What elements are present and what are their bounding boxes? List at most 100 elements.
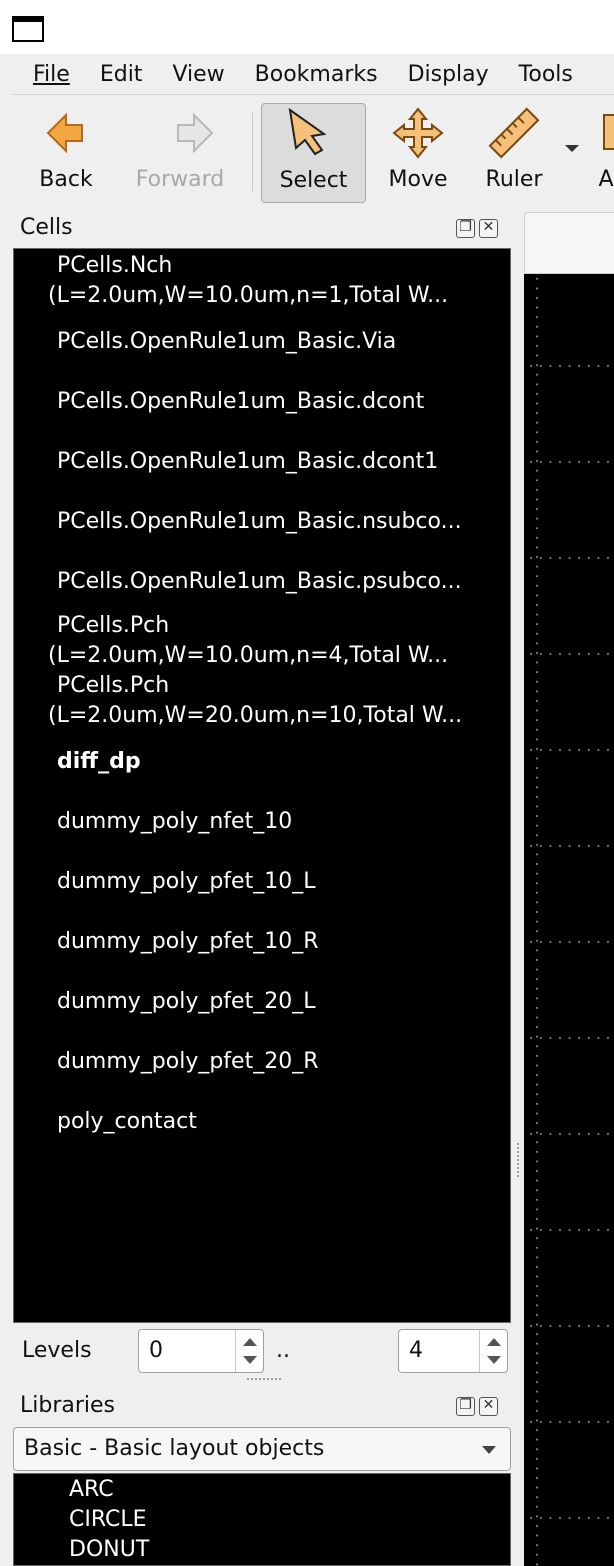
menu-edit[interactable]: Edit bbox=[100, 62, 143, 87]
move-icon bbox=[376, 103, 460, 159]
cell-item[interactable]: PCells.OpenRule1um_Basic.dcont bbox=[14, 387, 510, 417]
cell-item[interactable]: poly_contact bbox=[14, 1107, 510, 1137]
levels-to-spinbox[interactable]: 4 bbox=[398, 1329, 508, 1373]
cell-name: diff_dp bbox=[57, 749, 141, 774]
cell-item[interactable]: dummy_poly_pfet_10_L bbox=[14, 867, 510, 897]
cell-name: PCells.OpenRule1um_Basic.dcont1 bbox=[57, 449, 439, 474]
dock-resize-grip[interactable] bbox=[247, 1378, 281, 1382]
cell-name: dummy_poly_pfet_10_L bbox=[57, 869, 316, 894]
next-tool-button[interactable]: A bbox=[598, 103, 614, 203]
ruler-button[interactable]: Ruler bbox=[474, 103, 554, 203]
cell-name: dummy_poly_nfet_10 bbox=[57, 809, 293, 834]
cell-name: PCells.Pch bbox=[57, 673, 170, 698]
float-icon[interactable]: ❐ bbox=[456, 219, 475, 238]
spin-arrows-icon[interactable] bbox=[235, 1330, 263, 1372]
levels-from-value: 0 bbox=[149, 1338, 163, 1363]
library-item[interactable]: CIRCLE bbox=[69, 1507, 147, 1532]
cell-item[interactable]: PCells.Pch (L=2.0um,W=20.0um,n=10,Total … bbox=[14, 671, 510, 731]
forward-arrow-icon bbox=[128, 103, 232, 159]
libraries-panel-title: Libraries bbox=[20, 1393, 116, 1418]
move-label: Move bbox=[388, 167, 448, 192]
dock-splitter[interactable] bbox=[514, 208, 524, 1566]
library-select-value: Basic - Basic layout objects bbox=[24, 1436, 325, 1461]
cell-name: dummy_poly_pfet_20_L bbox=[57, 989, 316, 1014]
menu-edit-label: Edit bbox=[99, 61, 143, 87]
move-button[interactable]: Move bbox=[376, 103, 460, 203]
cell-item[interactable]: PCells.Nch (L=2.0um,W=10.0um,n=1,Total W… bbox=[14, 251, 510, 311]
menu-display-label: Display bbox=[407, 61, 489, 87]
ruler-icon bbox=[474, 103, 554, 159]
cell-item[interactable]: dummy_poly_pfet_20_R bbox=[14, 1047, 510, 1077]
back-label: Back bbox=[39, 167, 93, 192]
forward-button[interactable]: Forward bbox=[128, 103, 232, 203]
cell-item[interactable]: dummy_poly_pfet_20_L bbox=[14, 987, 510, 1017]
next-tool-label: A bbox=[598, 167, 614, 192]
ruler-label: Ruler bbox=[485, 167, 543, 192]
toolbar-separator bbox=[252, 113, 253, 191]
menu-view[interactable]: View bbox=[172, 62, 224, 87]
cell-name: PCells.OpenRule1um_Basic.dcont bbox=[57, 389, 425, 414]
layout-canvas[interactable] bbox=[524, 274, 614, 1566]
levels-to-value: 4 bbox=[409, 1338, 423, 1363]
select-arrow-icon bbox=[262, 104, 365, 160]
cell-params: (L=2.0um,W=20.0um,n=10,Total W... bbox=[48, 703, 463, 728]
libraries-panel-controls: ❐ ✕ bbox=[456, 1397, 498, 1416]
menu-display[interactable]: Display bbox=[408, 62, 489, 87]
forward-label: Forward bbox=[135, 167, 225, 192]
cell-name: PCells.OpenRule1um_Basic.psubco... bbox=[57, 569, 462, 594]
levels-label: Levels bbox=[22, 1338, 92, 1363]
menu-view-label: View bbox=[172, 61, 225, 87]
menu-tools[interactable]: Tools bbox=[519, 62, 573, 87]
cell-name: dummy_poly_pfet_20_R bbox=[57, 1049, 319, 1074]
library-item[interactable]: ARC bbox=[69, 1477, 114, 1502]
spin-arrows-icon[interactable] bbox=[479, 1330, 507, 1372]
menu-bookmarks-label: Bookmarks bbox=[254, 61, 378, 87]
float-icon[interactable]: ❐ bbox=[456, 1397, 475, 1416]
view-tab-bar[interactable] bbox=[524, 212, 614, 274]
menu-bar: File Edit View Bookmarks Display Tools bbox=[12, 54, 614, 94]
cell-item[interactable]: PCells.Pch (L=2.0um,W=10.0um,n=4,Total W… bbox=[14, 611, 510, 671]
ruler-dropdown-icon[interactable] bbox=[565, 145, 579, 152]
library-select[interactable]: Basic - Basic layout objects bbox=[13, 1427, 511, 1471]
toolbar: Back Forward Select Move bbox=[12, 94, 614, 208]
menu-bookmarks[interactable]: Bookmarks bbox=[255, 62, 378, 87]
select-button[interactable]: Select bbox=[261, 103, 366, 203]
menu-file[interactable]: File bbox=[33, 62, 70, 87]
back-arrow-icon bbox=[26, 103, 106, 159]
window-icon[interactable] bbox=[12, 16, 44, 42]
levels-from-spinbox[interactable]: 0 bbox=[138, 1329, 264, 1373]
menu-file-label: File bbox=[33, 61, 70, 87]
cell-params: (L=2.0um,W=10.0um,n=1,Total W... bbox=[48, 283, 449, 308]
cell-name: poly_contact bbox=[57, 1109, 197, 1134]
menu-tools-label: Tools bbox=[518, 61, 573, 87]
box-icon bbox=[598, 103, 614, 159]
cell-name: PCells.OpenRule1um_Basic.nsubco... bbox=[57, 509, 462, 534]
cell-item[interactable]: PCells.OpenRule1um_Basic.Via bbox=[14, 327, 510, 357]
close-icon[interactable]: ✕ bbox=[479, 219, 498, 238]
cell-item[interactable]: PCells.OpenRule1um_Basic.dcont1 bbox=[14, 447, 510, 477]
back-button[interactable]: Back bbox=[26, 103, 106, 203]
cell-name: PCells.Pch bbox=[57, 613, 170, 638]
cell-item[interactable]: PCells.OpenRule1um_Basic.psubco... bbox=[14, 567, 510, 597]
library-cells-list[interactable]: ARC CIRCLE DONUT bbox=[13, 1473, 511, 1566]
cell-name: PCells.Nch bbox=[57, 253, 173, 278]
cell-item-top[interactable]: diff_dp bbox=[14, 747, 510, 777]
close-icon[interactable]: ✕ bbox=[479, 1397, 498, 1416]
library-item[interactable]: DONUT bbox=[69, 1537, 150, 1562]
cell-item[interactable]: PCells.OpenRule1um_Basic.nsubco... bbox=[14, 507, 510, 537]
cells-panel-controls: ❐ ✕ bbox=[456, 219, 498, 238]
cell-params: (L=2.0um,W=10.0um,n=4,Total W... bbox=[48, 643, 449, 668]
window-titlebar bbox=[0, 0, 614, 54]
cells-tree[interactable]: PCells.Nch (L=2.0um,W=10.0um,n=1,Total W… bbox=[13, 248, 511, 1323]
levels-separator: .. bbox=[276, 1338, 290, 1363]
splitter-handle[interactable] bbox=[517, 1143, 520, 1177]
chevron-down-icon bbox=[482, 1446, 496, 1454]
cell-name: PCells.OpenRule1um_Basic.Via bbox=[57, 329, 397, 354]
cells-panel-title: Cells bbox=[20, 215, 73, 240]
canvas-grid-line bbox=[536, 274, 538, 1566]
select-label: Select bbox=[279, 168, 348, 193]
levels-row: Levels 0 .. 4 bbox=[0, 1326, 520, 1378]
cell-item[interactable]: dummy_poly_nfet_10 bbox=[14, 807, 510, 837]
cell-item[interactable]: dummy_poly_pfet_10_R bbox=[14, 927, 510, 957]
cell-name: dummy_poly_pfet_10_R bbox=[57, 929, 319, 954]
